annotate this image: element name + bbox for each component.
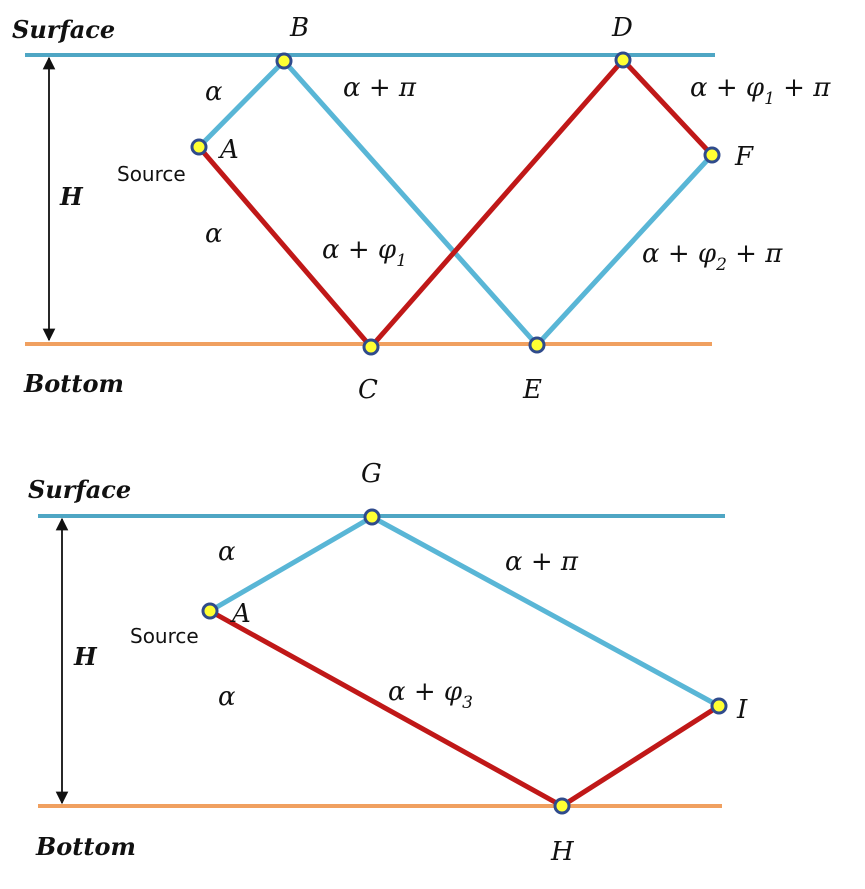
bottom-label: Bottom — [35, 832, 136, 861]
ray-c-d — [368, 57, 626, 350]
surface-label: Surface — [28, 475, 131, 504]
angle-c-d: α + φ1 — [322, 235, 407, 271]
point-g-label: G — [361, 459, 382, 489]
point-a-node — [190, 138, 208, 156]
angle-a-g: α — [218, 537, 236, 567]
panel-bottom: Surface Bottom H A G H I Source α α α + … — [28, 459, 748, 867]
ray-b-e — [281, 58, 540, 348]
angle-a-b: α — [205, 77, 223, 107]
ray-d-f — [620, 57, 715, 158]
ray-g-i — [369, 514, 722, 709]
point-c-label: C — [358, 375, 378, 405]
bottom-label: Bottom — [23, 369, 124, 398]
angle-b-e: α + π — [343, 73, 417, 103]
point-a-label: A — [230, 599, 251, 629]
angle-g-i: α + π — [505, 547, 579, 577]
point-f-label: F — [734, 142, 754, 172]
point-c-node — [362, 338, 380, 356]
ray-a-c — [196, 144, 374, 350]
point-f-node — [703, 146, 721, 164]
ray-a-b — [196, 58, 287, 150]
point-d-node — [614, 51, 632, 69]
point-e-label: E — [522, 375, 542, 405]
ray-a-g — [207, 514, 375, 614]
panel-top: Surface Bottom H A B C D E F Source α α … — [12, 13, 831, 405]
ray-h-i — [559, 703, 722, 809]
point-i-label: I — [736, 695, 748, 725]
point-a-node — [201, 602, 219, 620]
point-b-node — [275, 52, 293, 70]
angle-a-c: α — [205, 219, 223, 249]
point-d-label: D — [611, 13, 633, 43]
angle-d-f: α + φ1 + π — [690, 73, 831, 109]
point-g-node — [363, 508, 381, 526]
surface-label: Surface — [12, 15, 115, 44]
angle-e-f: α + φ2 + π — [642, 239, 783, 275]
ray-a-h — [207, 608, 565, 809]
depth-label: H — [59, 182, 84, 211]
depth-label: H — [73, 642, 98, 671]
point-i-node — [710, 697, 728, 715]
ray-e-f — [534, 152, 715, 348]
point-b-label: B — [289, 13, 309, 43]
point-h-node — [553, 797, 571, 815]
point-e-node — [528, 336, 546, 354]
point-h-label: H — [550, 837, 575, 867]
source-label: Source — [117, 162, 186, 186]
point-a-label: A — [218, 135, 239, 165]
source-label: Source — [130, 624, 199, 648]
angle-a-h: α + φ3 — [388, 677, 473, 713]
angle-a-h-side: α — [218, 682, 236, 712]
